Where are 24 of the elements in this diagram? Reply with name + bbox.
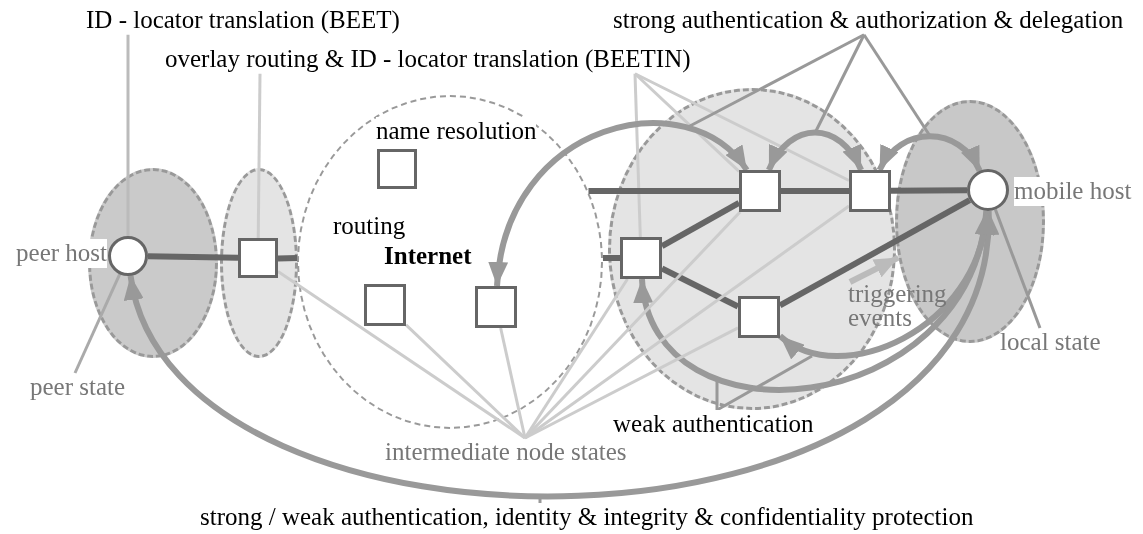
arrow bbox=[766, 129, 864, 172]
leader-line bbox=[256, 73, 262, 238]
leader-line bbox=[126, 34, 130, 236]
leader-line bbox=[633, 73, 642, 238]
annotation-text: ID - locator translation (BEET) bbox=[86, 6, 400, 35]
network-link bbox=[588, 188, 739, 194]
annotation-text: strong / weak authentication, identity & integrity & confidentiality protection bbox=[200, 503, 974, 532]
leader-line bbox=[73, 273, 122, 374]
network-node bbox=[377, 149, 417, 189]
annotation-text: strong authentication & authorization & delegation bbox=[613, 6, 1124, 35]
network-node bbox=[739, 170, 781, 212]
annotation-text: peer state bbox=[30, 373, 126, 402]
host-circle bbox=[967, 169, 1009, 211]
leader-line bbox=[994, 209, 1042, 329]
network-node bbox=[849, 170, 891, 212]
annotation-text: local state bbox=[1000, 328, 1101, 357]
arrow bbox=[876, 133, 983, 173]
network-link bbox=[781, 188, 849, 194]
host-label: peer host bbox=[14, 239, 107, 268]
leader-line bbox=[687, 33, 865, 129]
network-link bbox=[890, 187, 968, 194]
annotation-text: overlay routing & ID - locator translation (BEETIN) bbox=[165, 45, 691, 74]
host-label: mobile host bbox=[1014, 177, 1132, 206]
leader-line bbox=[634, 72, 850, 182]
